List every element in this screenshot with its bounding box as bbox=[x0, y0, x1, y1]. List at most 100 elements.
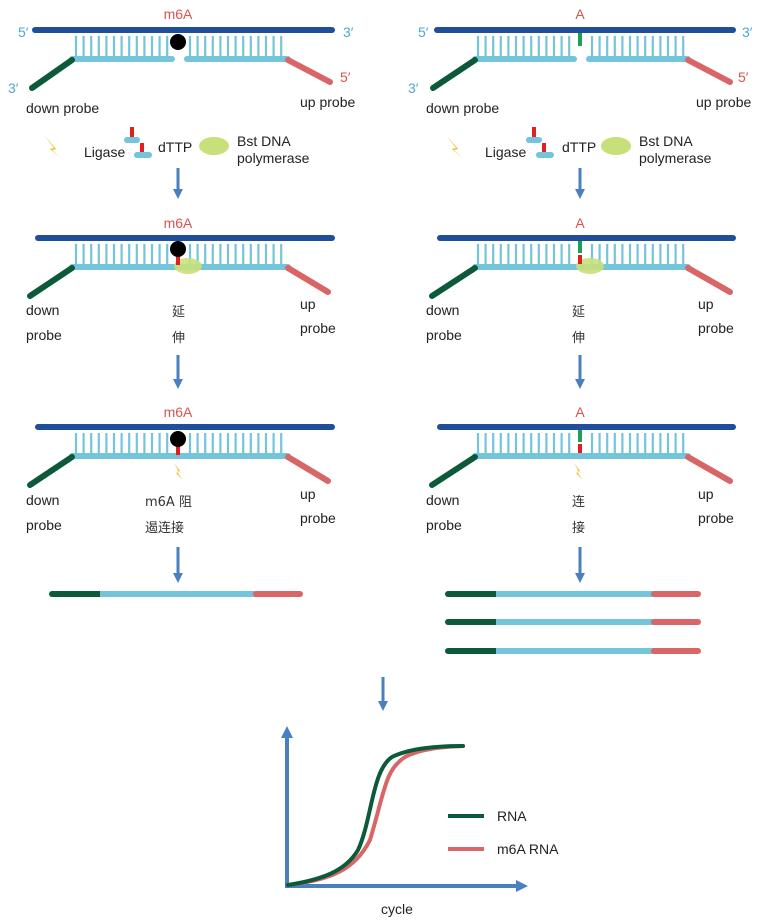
blocked-ligation-text: m6A 阻 bbox=[145, 495, 192, 510]
a-label: A bbox=[575, 215, 585, 231]
down-probe-label: down probe bbox=[426, 100, 499, 116]
five-prime-label: 5′ bbox=[418, 24, 429, 40]
bst-polymerase-icon bbox=[576, 258, 604, 274]
probe-teeth bbox=[74, 36, 283, 56]
down-label: down bbox=[26, 302, 59, 318]
probe-label: probe bbox=[300, 510, 336, 526]
adenosine-nucleotide bbox=[578, 241, 582, 253]
down-probe-tail bbox=[430, 57, 478, 91]
dttp-label: dTTP bbox=[562, 139, 596, 155]
adenosine-nucleotide bbox=[578, 430, 582, 442]
down-probe-tail bbox=[29, 57, 75, 91]
probe-label: probe bbox=[426, 517, 462, 533]
up-label: up bbox=[698, 296, 714, 312]
a-label: A bbox=[575, 6, 585, 22]
probe-label: probe bbox=[698, 320, 734, 336]
m6a-rna-curve bbox=[286, 744, 465, 887]
right-stage1: A 5′ 3′ 3′ 5′ down probe up probe bbox=[408, 6, 753, 116]
dttp-nucleotide bbox=[578, 444, 582, 453]
adenosine-nucleotide bbox=[578, 33, 582, 46]
left-stage2: m6A down probe up probe 延 伸 bbox=[26, 215, 336, 346]
down-probe-tail bbox=[429, 265, 478, 299]
legend-label-rna: RNA bbox=[497, 808, 527, 824]
right-reagents: Ligase dTTP Bst DNA polymerase bbox=[446, 127, 712, 166]
amplification-plot: RNA m6A RNA cycle bbox=[281, 726, 559, 917]
m6a-label: m6A bbox=[164, 6, 193, 22]
left-stage3: m6A down probe up probe m6A 阻 遏连接 bbox=[26, 404, 336, 536]
ligase-label: Ligase bbox=[84, 144, 125, 160]
right-stage2: A down probe up probe 延 伸 bbox=[426, 215, 736, 346]
probe-teeth bbox=[74, 433, 283, 453]
polymerase-label: polymerase bbox=[639, 150, 712, 166]
up-probe-label: up probe bbox=[696, 94, 751, 110]
probe-label: probe bbox=[300, 320, 336, 336]
m6a-label: m6A bbox=[164, 404, 193, 420]
a-label: A bbox=[575, 404, 585, 420]
up-probe-tail bbox=[685, 57, 733, 85]
probe-label: probe bbox=[426, 327, 462, 343]
probe-teeth bbox=[476, 36, 685, 56]
ligation-text: 连 bbox=[572, 494, 585, 510]
down-probe-tail bbox=[429, 454, 478, 488]
dttp-nucleotide bbox=[176, 446, 180, 455]
up-probe-tail bbox=[285, 265, 331, 295]
probe-label: probe bbox=[26, 327, 62, 343]
bst-polymerase-icon bbox=[199, 137, 229, 155]
extension-text: 延 bbox=[172, 305, 185, 320]
m6a-label: m6A bbox=[164, 215, 193, 231]
probe-label: probe bbox=[26, 517, 62, 533]
up-label: up bbox=[300, 296, 316, 312]
left-stage1: m6A 5′ 3′ 3′ 5′ down probe up probe bbox=[8, 6, 355, 116]
lightning-icon bbox=[44, 135, 60, 158]
three-prime-label: 3′ bbox=[8, 80, 19, 96]
m6a-modification bbox=[170, 431, 186, 447]
bst-polymerase-icon bbox=[174, 258, 202, 274]
legend: RNA m6A RNA bbox=[448, 808, 559, 857]
five-prime-label: 5′ bbox=[340, 69, 351, 85]
five-prime-label: 5′ bbox=[738, 69, 749, 85]
up-probe-tail bbox=[285, 454, 331, 484]
lightning-icon bbox=[446, 135, 462, 158]
extension-text: 延 bbox=[572, 305, 585, 320]
dttp-label: dTTP bbox=[158, 139, 192, 155]
up-probe-tail bbox=[685, 454, 733, 484]
up-probe-tail bbox=[685, 265, 733, 295]
extension-text: 伸 bbox=[572, 331, 585, 346]
up-label: up bbox=[698, 486, 714, 502]
legend-label-m6a-rna: m6A RNA bbox=[497, 841, 559, 857]
m6a-modification bbox=[170, 34, 186, 50]
down-label: down bbox=[26, 492, 59, 508]
three-prime-label: 3′ bbox=[742, 24, 753, 40]
ligation-text: 接 bbox=[572, 520, 585, 536]
dttp-nucleotide bbox=[578, 255, 582, 264]
down-probe-tail bbox=[27, 265, 75, 299]
ligase-label: Ligase bbox=[485, 144, 526, 160]
right-stage3: A down probe up probe 连 接 bbox=[426, 404, 736, 536]
rna-curve bbox=[286, 744, 465, 887]
x-axis-label: cycle bbox=[381, 901, 413, 917]
bst-label: Bst DNA bbox=[639, 133, 693, 149]
blocked-ligation-text: 遏连接 bbox=[145, 520, 184, 536]
down-label: down bbox=[426, 302, 459, 318]
up-label: up bbox=[300, 486, 316, 502]
bst-polymerase-icon bbox=[601, 137, 631, 155]
three-prime-label: 3′ bbox=[408, 80, 419, 96]
bst-label: Bst DNA bbox=[237, 133, 291, 149]
lightning-icon bbox=[574, 463, 583, 480]
m6a-modification bbox=[170, 241, 186, 257]
three-prime-label: 3′ bbox=[343, 24, 354, 40]
right-products bbox=[445, 591, 701, 654]
probe-teeth bbox=[476, 433, 685, 453]
probe-label: probe bbox=[698, 510, 734, 526]
down-probe-label: down probe bbox=[26, 100, 99, 116]
dttp-icon bbox=[124, 127, 152, 158]
five-prime-label: 5′ bbox=[18, 24, 29, 40]
down-label: down bbox=[426, 492, 459, 508]
up-probe-label: up probe bbox=[300, 94, 355, 110]
dttp-icon bbox=[526, 127, 554, 158]
left-reagents: Ligase dTTP Bst DNA polymerase bbox=[44, 127, 310, 166]
extension-text: 伸 bbox=[172, 331, 185, 346]
dttp-nucleotide bbox=[176, 256, 180, 265]
lightning-icon bbox=[174, 463, 183, 480]
